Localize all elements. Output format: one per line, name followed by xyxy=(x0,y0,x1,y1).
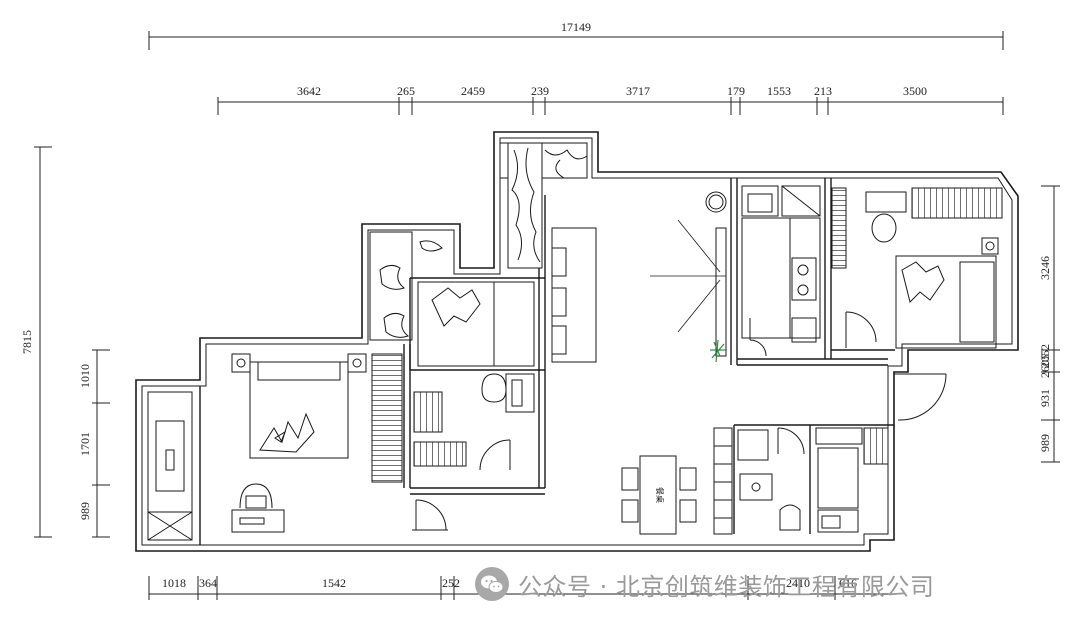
dim-top-8: 213 xyxy=(814,84,832,98)
bedroom-doors xyxy=(412,439,511,531)
dim-top-4: 239 xyxy=(531,84,549,98)
dimension-top-segments xyxy=(217,97,1004,115)
dim-bottom-2: 364 xyxy=(199,576,217,590)
dim-bottom-3: 1542 xyxy=(322,576,346,590)
outer-walls xyxy=(135,131,1019,552)
dim-total-top: 17149 xyxy=(561,20,591,34)
dim-left-total: 7815 xyxy=(20,330,34,354)
dim-left-1: 1010 xyxy=(78,364,92,388)
balcony-left xyxy=(369,231,443,341)
dim-right-3: 931 xyxy=(1038,389,1052,407)
dim-top-9: 3500 xyxy=(903,84,927,98)
dim-top-7: 1553 xyxy=(767,84,791,98)
bed-small xyxy=(417,281,535,367)
plant-icon xyxy=(710,339,726,363)
dim-bottom-6: 616 xyxy=(839,576,857,590)
dining-table xyxy=(621,455,697,535)
master-bed xyxy=(895,237,999,349)
wardrobe-left xyxy=(371,353,403,483)
dimension-left-total xyxy=(34,146,52,538)
interior-walls xyxy=(199,178,895,545)
balcony-top xyxy=(499,142,588,269)
bathroom xyxy=(713,427,889,535)
watermark-text: 公众号 · 北京创筑维装饰工程有限公司 xyxy=(518,572,935,601)
dim-right-1: 3246 xyxy=(1038,256,1052,280)
dim-top-3: 2459 xyxy=(461,84,485,98)
dim-bottom-4: 252 xyxy=(442,576,460,590)
dimension-right-segments xyxy=(1041,185,1060,463)
study-area xyxy=(413,373,535,467)
dim-bottom-5: 2410 xyxy=(786,576,810,590)
dim-left-3: 989 xyxy=(78,502,92,520)
dim-left-2: 1701 xyxy=(78,432,92,456)
dimension-left-segments xyxy=(92,349,110,538)
ceiling-lamp xyxy=(650,219,726,333)
sofa xyxy=(551,227,597,363)
master-doors xyxy=(845,311,877,348)
dimension-bottom-segments xyxy=(148,576,900,600)
side-balcony xyxy=(147,391,193,541)
kitchen xyxy=(741,185,821,357)
tv-cabinet xyxy=(715,227,727,357)
dimension-top-total xyxy=(148,31,1004,50)
entrance-door xyxy=(894,373,947,421)
dining-table-label: 餐桌 xyxy=(655,487,665,503)
master-toilet xyxy=(865,191,907,243)
wechat-icon xyxy=(475,567,509,601)
dim-right-2b: 2605 xyxy=(1038,354,1052,378)
bed-left xyxy=(231,353,367,459)
dim-top-1: 3642 xyxy=(297,84,321,98)
dim-top-6: 179 xyxy=(727,84,745,98)
desk-left xyxy=(231,483,285,533)
dim-right-4: 989 xyxy=(1038,434,1052,452)
watermark: 公众号 · 北京创筑维装饰工程有限公司 xyxy=(474,566,934,602)
dim-top-5: 3717 xyxy=(626,84,650,98)
dim-right-2: 2052 xyxy=(1038,344,1052,368)
master-wardrobe xyxy=(831,187,1003,269)
dim-bottom-1: 1018 xyxy=(162,576,186,590)
round-stool xyxy=(705,191,727,213)
dim-top-2: 265 xyxy=(397,84,415,98)
